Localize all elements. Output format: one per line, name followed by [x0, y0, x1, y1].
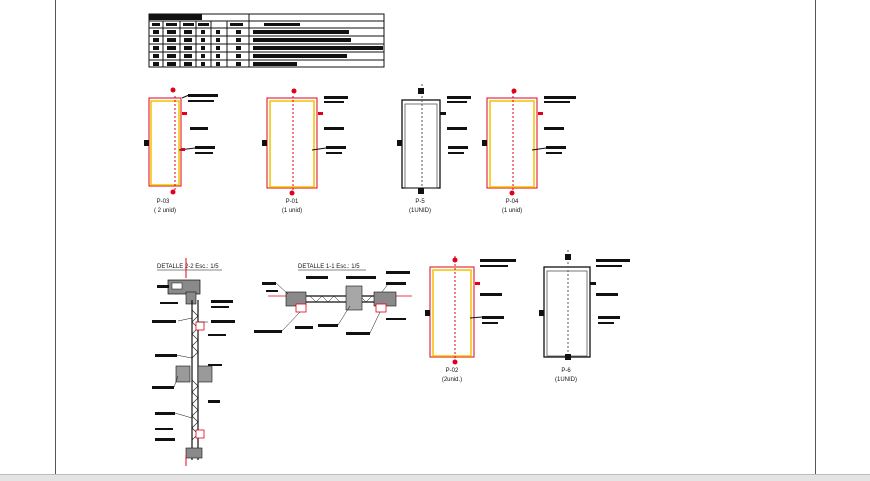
door-elevation-p03: P-03 ( 2 unid) — [144, 87, 218, 214]
detail-section-1-1: DETALLE 1-1 Esc.: 1/5 — [254, 264, 412, 335]
door-elevation-p04: P-04 (1 unid) — [482, 88, 576, 214]
door-code-p01: P-01 — [286, 199, 299, 205]
door-code-p02: P-02 — [446, 368, 459, 374]
door-elevation-p01: P-01 (1 unid) — [262, 88, 348, 214]
bottom-scroll-strip — [0, 474, 870, 481]
door-qty-p04: (1 unid) — [502, 208, 522, 214]
door-code-p04: P-04 — [506, 199, 519, 205]
door-qty-p5: (1UNID) — [409, 208, 431, 214]
door-schedule-table — [148, 13, 385, 68]
door-elevation-p02: P-02 (2unid.) — [425, 256, 516, 383]
door-elevation-p5: P-5 (1UNID) — [397, 84, 471, 214]
door-qty-p01: (1 unid) — [282, 208, 302, 214]
door-elevation-p6: P-6 (1UNID) — [539, 250, 630, 383]
detail-title-1-1: DETALLE 1-1 Esc.: 1/5 — [298, 264, 360, 270]
door-qty-p03: ( 2 unid) — [154, 208, 176, 214]
detail-title-2-2: DETALLE 2-2 Esc.: 1/5 — [157, 264, 219, 270]
door-code-p6: P-6 — [561, 368, 571, 374]
door-qty-p6: (1UNID) — [555, 377, 577, 383]
door-code-p03: P-03 — [157, 199, 170, 205]
detail-section-2-2: DETALLE 2-2 Esc.: 1/5 — [152, 258, 235, 466]
door-code-p5: P-5 — [415, 199, 425, 205]
door-qty-p02: (2unid.) — [442, 377, 462, 383]
